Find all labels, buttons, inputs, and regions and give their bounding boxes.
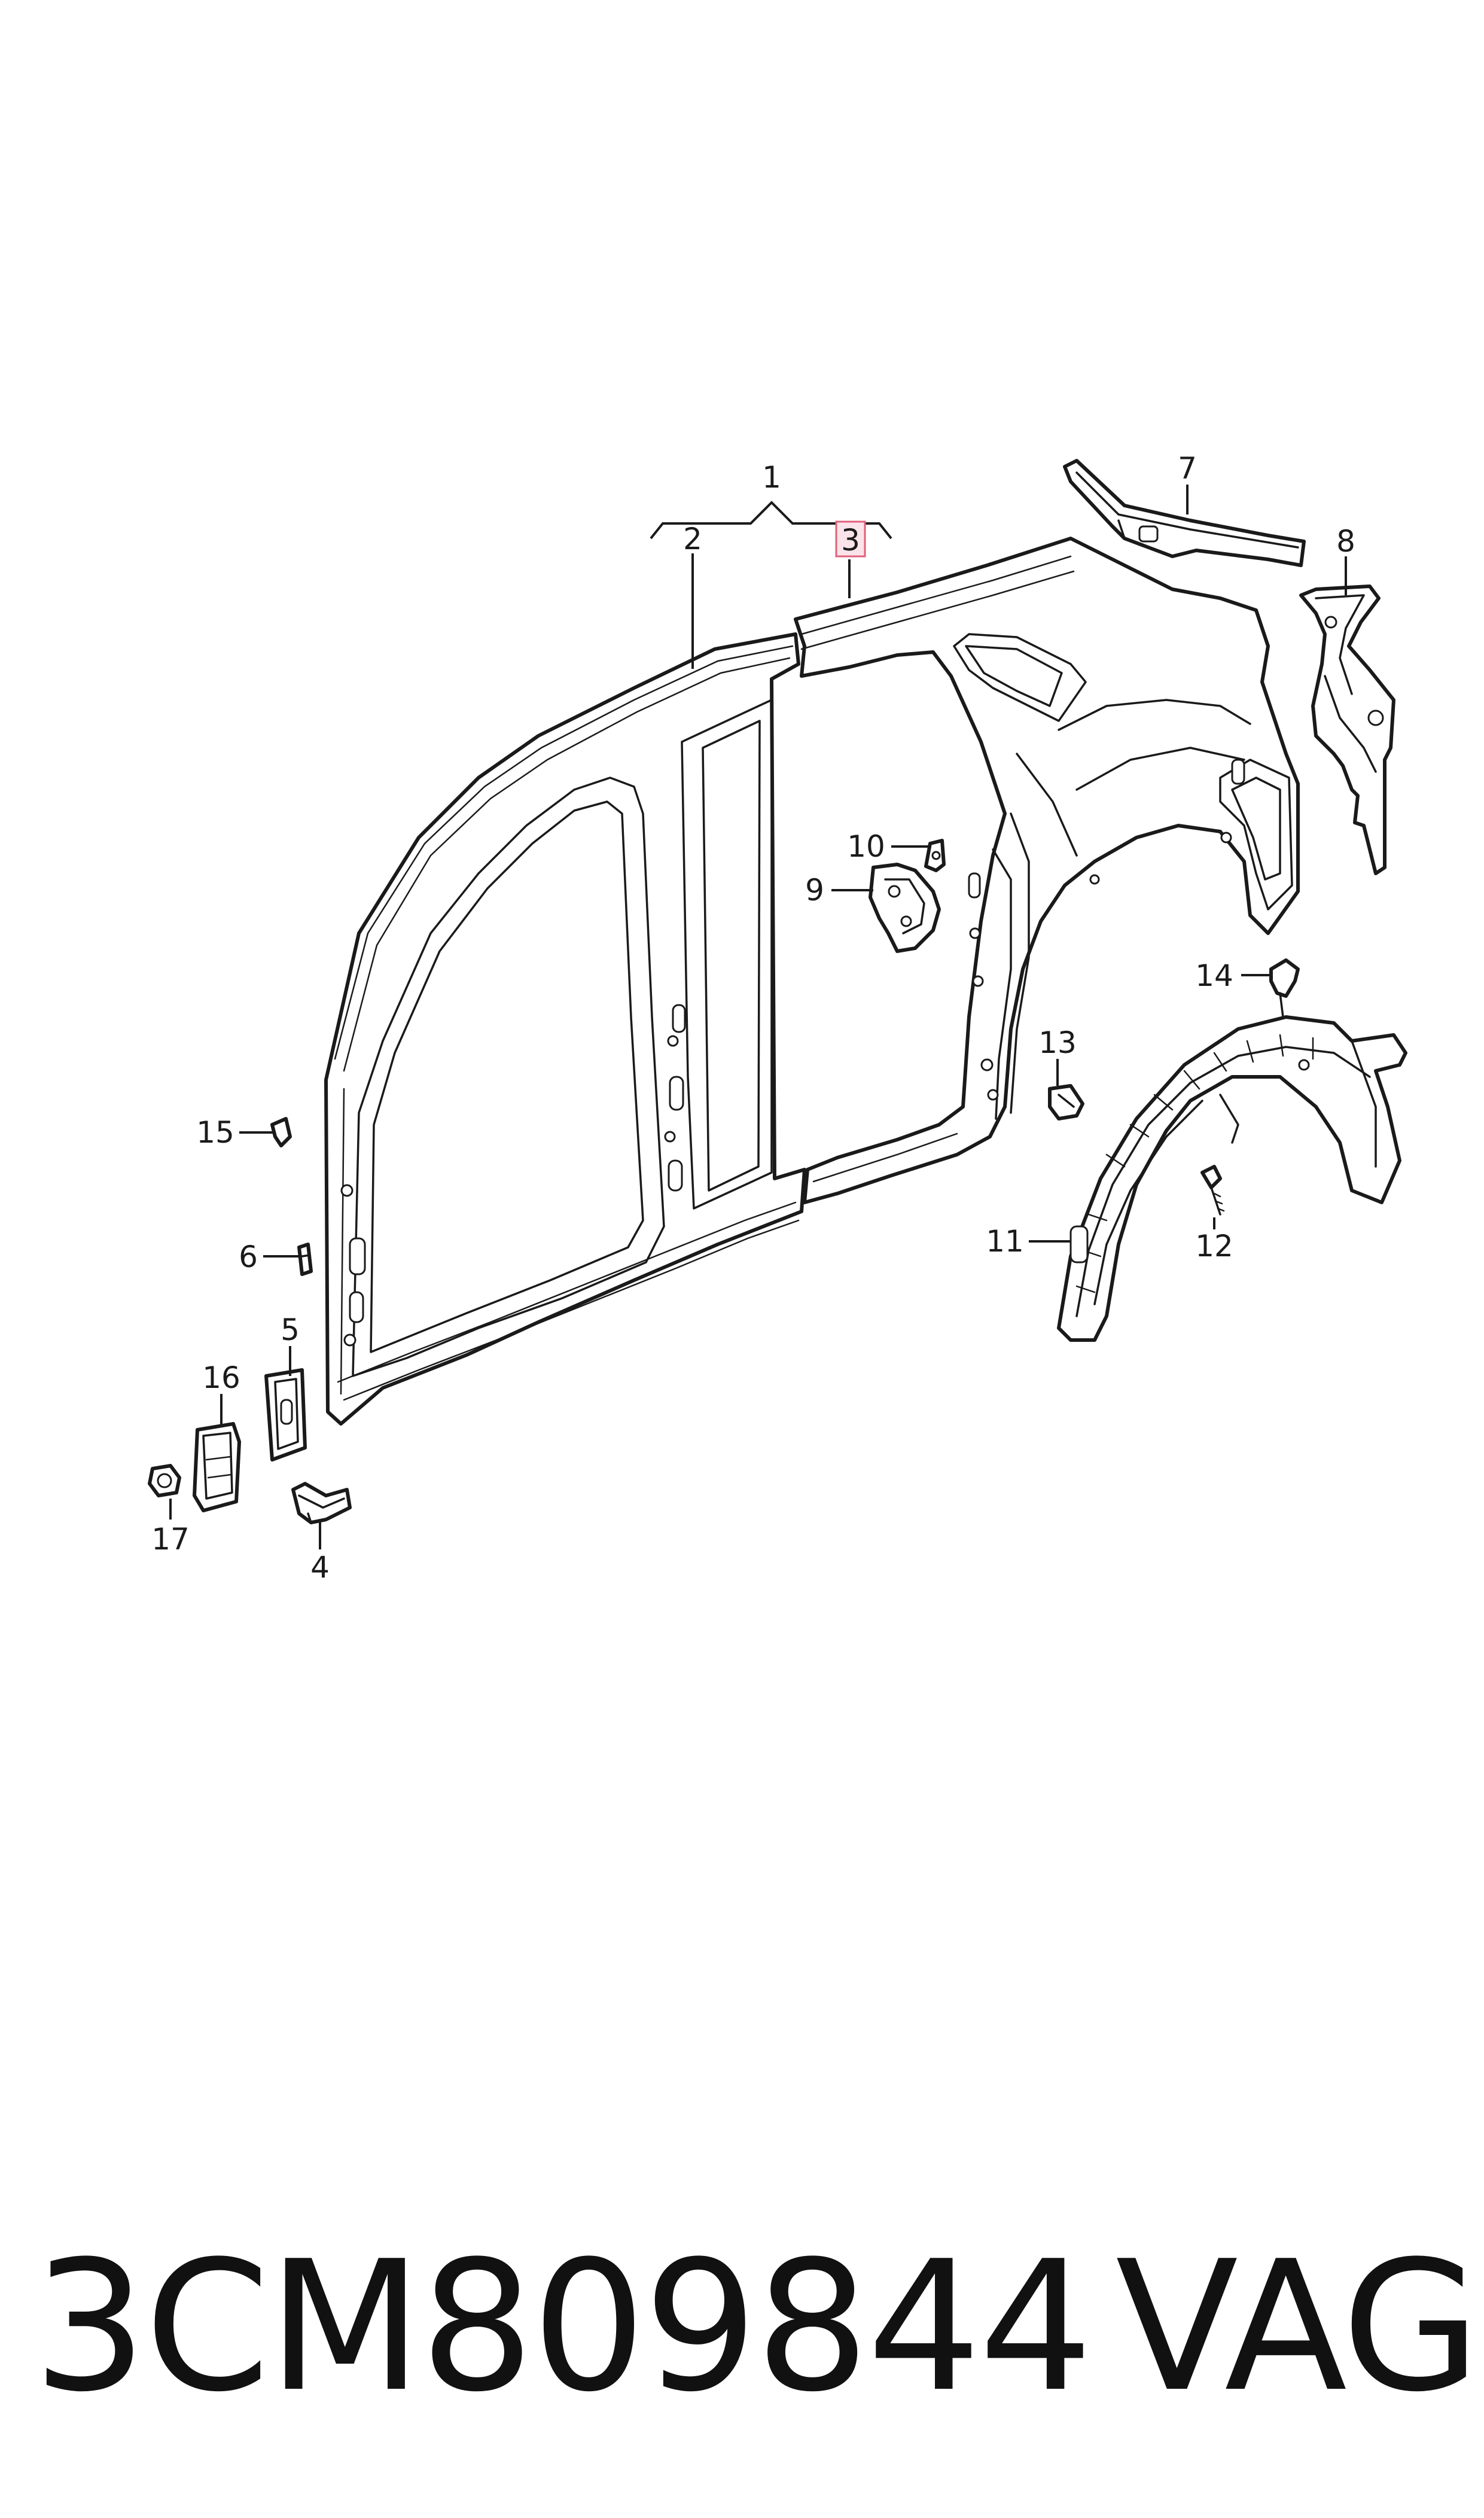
callout-1[interactable]: 1 <box>762 460 781 495</box>
part-number: 3CM809844 <box>33 2222 1093 2431</box>
part-8-rear-bracket[interactable] <box>1299 584 1395 875</box>
callout-3[interactable]: 3 <box>841 523 860 558</box>
part-10-clip[interactable] <box>924 839 946 872</box>
part-15-clip[interactable] <box>270 1117 292 1147</box>
callout-labels: 1 2 3 4 5 6 7 8 9 10 11 12 13 14 15 16 1… <box>151 451 1355 1585</box>
part-16-mount-block[interactable] <box>193 1422 241 1512</box>
part-2-front-side-panel[interactable] <box>324 632 806 1426</box>
callout-8[interactable]: 8 <box>1336 524 1355 559</box>
callout-3-highlight <box>835 520 866 558</box>
callout-5[interactable]: 5 <box>281 1313 300 1347</box>
part-7-rail-bracket[interactable] <box>1063 459 1306 567</box>
callout-12[interactable]: 12 <box>1195 1229 1233 1263</box>
callout-10[interactable]: 10 <box>847 829 885 864</box>
callout-14[interactable]: 14 <box>1195 958 1233 993</box>
callout-7[interactable]: 7 <box>1178 451 1197 486</box>
part-14-push-clip[interactable] <box>1269 958 1300 1018</box>
brand-name: VAG <box>1116 2222 1480 2431</box>
callout-13[interactable]: 13 <box>1038 1025 1077 1060</box>
part-11-wheel-housing-liner[interactable] <box>1057 1015 1407 1342</box>
part-5-reinforcement-plate[interactable] <box>264 1368 307 1462</box>
callout-6[interactable]: 6 <box>239 1240 258 1274</box>
leader-lines <box>169 485 1347 1549</box>
callout-11[interactable]: 11 <box>986 1224 1024 1259</box>
part-13-expanding-clip[interactable] <box>1048 1084 1084 1121</box>
callout-9[interactable]: 9 <box>805 873 824 908</box>
callout-17[interactable]: 17 <box>151 1522 190 1557</box>
part-6-small-bracket[interactable] <box>297 1243 313 1276</box>
callout-15[interactable]: 15 <box>196 1115 234 1150</box>
part-3-rear-side-panel[interactable] <box>794 537 1300 1204</box>
part-12-screw[interactable] <box>1200 1165 1225 1216</box>
callout-16[interactable]: 16 <box>202 1360 240 1395</box>
callout-4[interactable]: 4 <box>310 1550 330 1585</box>
part-17-nut[interactable] <box>148 1464 181 1497</box>
footer: 3CM809844 VAG <box>0 2213 1484 2441</box>
part-9-bracket[interactable] <box>869 863 941 953</box>
callout-2[interactable]: 2 <box>683 522 702 556</box>
part-4-bracket[interactable] <box>291 1482 352 1524</box>
